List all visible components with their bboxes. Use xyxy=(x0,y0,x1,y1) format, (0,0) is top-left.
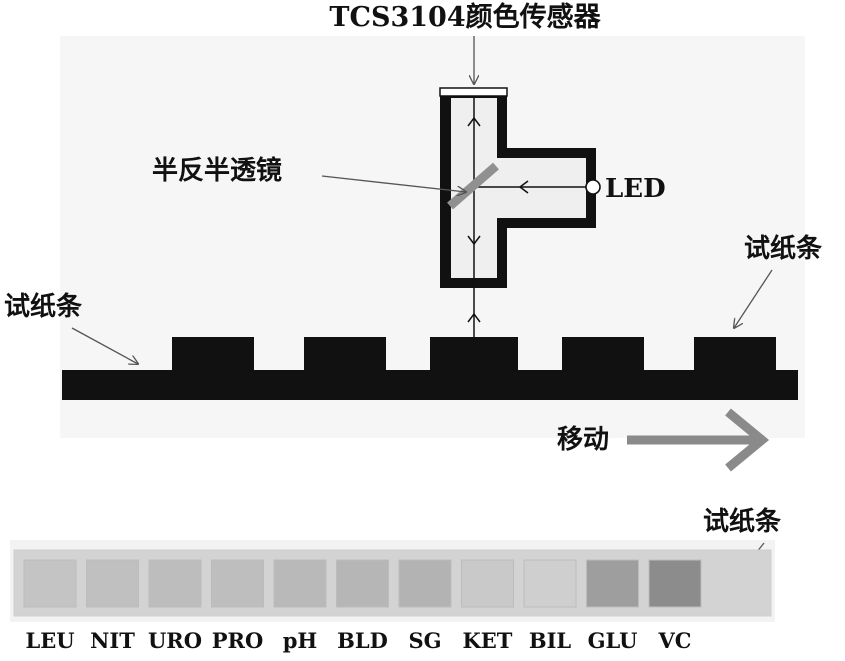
led-icon xyxy=(585,179,601,195)
arrow-left-led xyxy=(518,180,529,194)
sensor-housing-inner xyxy=(451,98,586,278)
strip-pad-block xyxy=(172,337,254,371)
strip-base xyxy=(62,370,798,400)
pad-label-ph: pH xyxy=(282,628,318,653)
reagent-pad-bil xyxy=(523,559,577,608)
reagent-pad-leu xyxy=(23,559,77,608)
strip-pad-block xyxy=(562,337,644,371)
pad-label-bld: BLD xyxy=(337,628,388,653)
move-arrow-icon xyxy=(627,408,770,472)
test-strip-label-right: 试纸条 xyxy=(744,234,823,264)
led-label: LED xyxy=(605,174,666,204)
reagent-pad-glu xyxy=(586,559,639,608)
pad-label-leu: LEU xyxy=(25,628,75,653)
reagent-pad-bld xyxy=(336,559,389,608)
pad-label-nit: NIT xyxy=(90,628,135,653)
upper-test-strip xyxy=(62,337,798,400)
strip-left-pointer xyxy=(71,327,138,364)
pad-label-row: LEU NIT URO PRO pH BLD SG KET BIL GLU VC xyxy=(0,630,845,656)
strip-pad-block xyxy=(694,337,776,371)
pad-label-pro: PRO xyxy=(211,628,264,653)
reagent-pad-sg xyxy=(398,559,452,608)
half-mirror xyxy=(447,162,499,210)
bottom-strip-body xyxy=(13,549,772,617)
reagent-pad-nit xyxy=(86,559,139,608)
splitter-pointer xyxy=(321,175,466,192)
reagent-pads xyxy=(23,559,702,608)
strip-right-pointer xyxy=(734,269,773,328)
sensor-title: TCS3104颜色传感器 xyxy=(329,2,601,33)
reagent-pad-vc xyxy=(648,559,702,608)
reagent-pad-ph xyxy=(273,559,327,608)
strip-pad-block xyxy=(430,337,518,371)
arrow-up-top xyxy=(467,116,481,127)
pad-label-ket: KET xyxy=(462,628,513,653)
half-mirror-label: 半反半透镜 xyxy=(152,156,283,186)
pad-label-sg: SG xyxy=(408,628,442,653)
move-arrow-head xyxy=(725,408,770,472)
test-strip-label-left: 试纸条 xyxy=(4,292,83,322)
move-label: 移动 xyxy=(557,425,610,455)
test-strip-label-bottom: 试纸条 xyxy=(703,507,782,537)
bottom-test-strip xyxy=(13,549,772,617)
light-path xyxy=(467,96,588,340)
sensor-window xyxy=(439,87,508,97)
pad-label-uro: URO xyxy=(147,628,203,653)
pad-label-vc: VC xyxy=(658,628,692,653)
arrow-down-bottom xyxy=(467,235,481,246)
reagent-pad-ket xyxy=(461,559,514,608)
reagent-pad-pro xyxy=(211,559,264,608)
arrow-up-strip xyxy=(467,312,481,323)
strip-pad-block xyxy=(304,337,386,371)
reagent-pad-uro xyxy=(148,559,202,608)
pad-label-glu: GLU xyxy=(587,628,638,653)
pad-label-bil: BIL xyxy=(528,628,572,653)
